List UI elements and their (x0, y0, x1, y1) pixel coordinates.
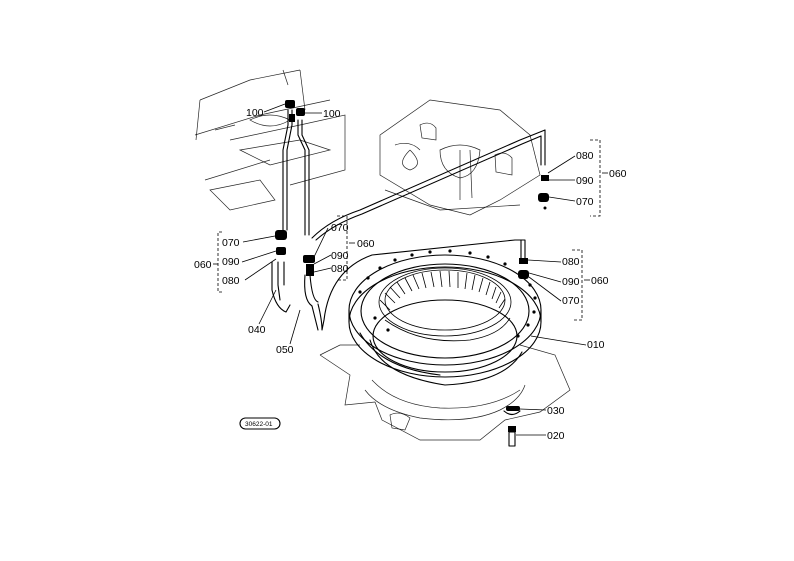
upper-frame-sketch (194, 69, 541, 216)
label-080-right-upper: 080 (576, 150, 594, 162)
grease-fittings (275, 100, 549, 447)
label-070-left: 070 (222, 237, 240, 249)
label-070-right-upper: 070 (576, 196, 594, 208)
label-080-left: 080 (222, 275, 240, 287)
label-090-left: 090 (222, 256, 240, 268)
label-070-mid: 070 (331, 222, 349, 234)
label-100-right: 100 (323, 108, 341, 120)
ring-bolt-holes (358, 249, 537, 338)
lower-base-sketch (319, 344, 571, 441)
part-labels: 100 100 070 060 090 080 040 050 070 060 … (194, 107, 627, 442)
drawing-tag-text: 30622-01 (245, 421, 273, 428)
drawing-reference-tag: 30622-01 (239, 417, 281, 430)
label-090-right-upper: 090 (576, 175, 594, 187)
label-070-right-lower: 070 (562, 295, 580, 307)
grease-pipes (271, 109, 546, 331)
label-060-left: 060 (194, 259, 212, 271)
slewing-ring (348, 249, 542, 386)
leader-lines (213, 103, 608, 436)
label-040: 040 (248, 324, 266, 336)
label-050: 050 (276, 344, 294, 356)
label-080-mid: 080 (331, 263, 349, 275)
label-060-right-upper: 060 (609, 168, 627, 180)
label-080-right-lower: 080 (562, 256, 580, 268)
label-100-left: 100 (246, 107, 264, 119)
label-030: 030 (547, 405, 565, 417)
ring-teeth (379, 270, 511, 342)
label-060-mid: 060 (357, 238, 375, 250)
label-090-right-lower: 090 (562, 276, 580, 288)
label-020: 020 (547, 430, 565, 442)
label-090-mid: 090 (331, 250, 349, 262)
label-060-right-lower: 060 (591, 275, 609, 287)
label-010: 010 (587, 339, 605, 351)
